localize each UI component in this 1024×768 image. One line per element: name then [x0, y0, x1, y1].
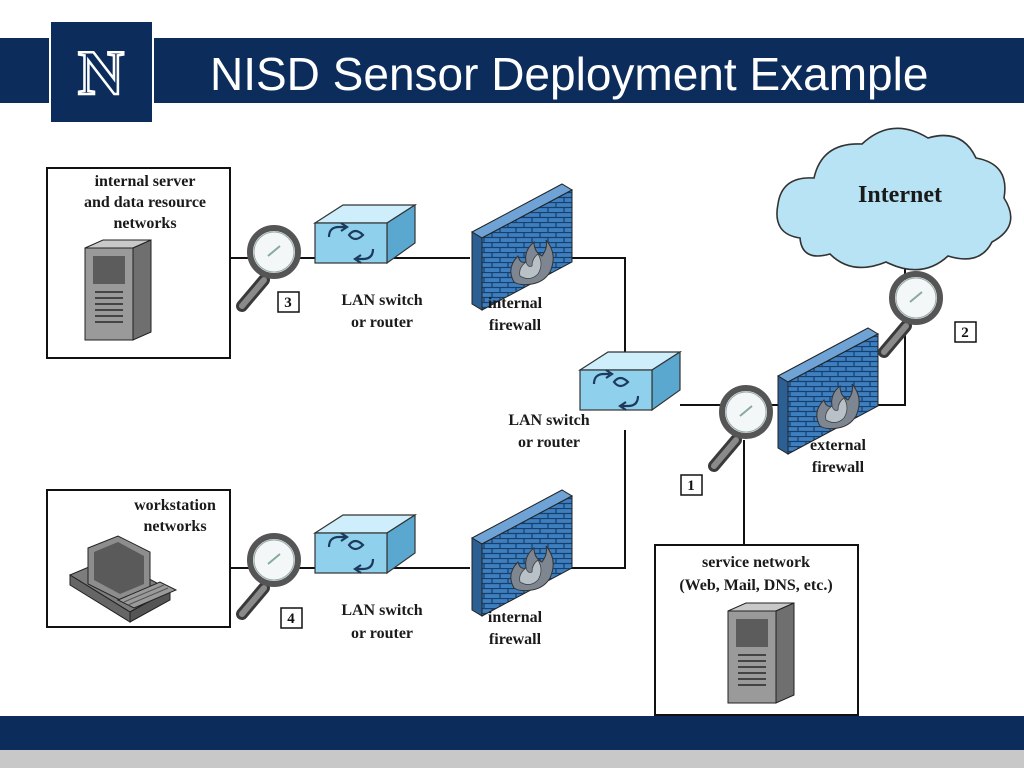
switch-icon	[578, 350, 682, 412]
firewall-external-label-line2: firewall	[812, 459, 865, 476]
internal-server-network: internal server and data resource networ…	[46, 167, 231, 359]
magnifier-icon	[242, 536, 298, 614]
sensor-1-label: 1	[687, 478, 695, 494]
switch-top-label-line2: or router	[351, 314, 413, 331]
internal-server-label-line1: internal server	[95, 173, 196, 190]
footer-strip	[0, 750, 1024, 768]
workstation-network: workstation networks	[46, 489, 231, 628]
switch-icon	[313, 203, 417, 265]
firewall-icon	[471, 489, 573, 617]
switch-bottom-label-line1: LAN switch	[341, 602, 422, 619]
firewall-icon	[777, 327, 879, 455]
footer-bar	[0, 716, 1024, 750]
university-logo: N	[49, 20, 154, 124]
internal-firewall-bottom: internal firewall	[471, 489, 573, 648]
magnifier-icon	[884, 274, 940, 352]
switch-bottom-label-line2: or router	[351, 625, 413, 642]
slide-title: NISD Sensor Deployment Example	[210, 48, 929, 100]
firewall-external-label-line1: external	[810, 437, 867, 454]
lan-switch-center: LAN switch or router	[508, 350, 682, 451]
server-icon	[727, 602, 795, 704]
external-firewall: external firewall	[777, 327, 879, 476]
sensor-3-label: 3	[284, 295, 292, 311]
sensor-4-label: 4	[287, 611, 295, 627]
firewall-top-label-line1: internal	[488, 295, 543, 312]
firewall-bottom-label-line1: internal	[488, 609, 543, 626]
title-bar	[0, 38, 1024, 103]
service-network-label-line2: (Web, Mail, DNS, etc.)	[679, 577, 832, 594]
firewall-top-label-line2: firewall	[489, 317, 542, 334]
magnifier-icon	[714, 388, 770, 466]
switch-icon	[313, 513, 417, 575]
service-network: service network (Web, Mail, DNS, etc.)	[654, 544, 859, 716]
internal-server-label-line2: and data resource	[84, 194, 206, 211]
sensor-2-label: 2	[961, 325, 969, 341]
lan-switch-bottom: LAN switch or router	[313, 513, 423, 642]
switch-center-label-line1: LAN switch	[508, 412, 589, 429]
workstation-label-line1: workstation	[134, 497, 216, 514]
switch-center-label-line2: or router	[518, 434, 580, 451]
logo-letter: N	[78, 37, 124, 108]
internet-cloud: Internet	[776, 127, 1012, 271]
sensor-3: 3	[242, 228, 299, 313]
switch-top-label-line1: LAN switch	[341, 292, 422, 309]
service-network-label-line1: service network	[702, 554, 810, 571]
workstation-label-line2: networks	[143, 518, 206, 535]
sensor-1: 1	[680, 388, 770, 496]
server-icon	[84, 239, 152, 341]
firewall-icon	[471, 183, 573, 311]
workstation-icon	[68, 535, 178, 623]
sensor-4: 4	[242, 536, 302, 629]
sensor-2: 2	[884, 274, 977, 352]
internet-label: Internet	[858, 182, 942, 208]
internal-server-label-line3: networks	[113, 215, 176, 232]
firewall-bottom-label-line2: firewall	[489, 631, 542, 648]
lan-switch-top: LAN switch or router	[313, 203, 423, 331]
internal-firewall-top: internal firewall	[471, 183, 573, 334]
